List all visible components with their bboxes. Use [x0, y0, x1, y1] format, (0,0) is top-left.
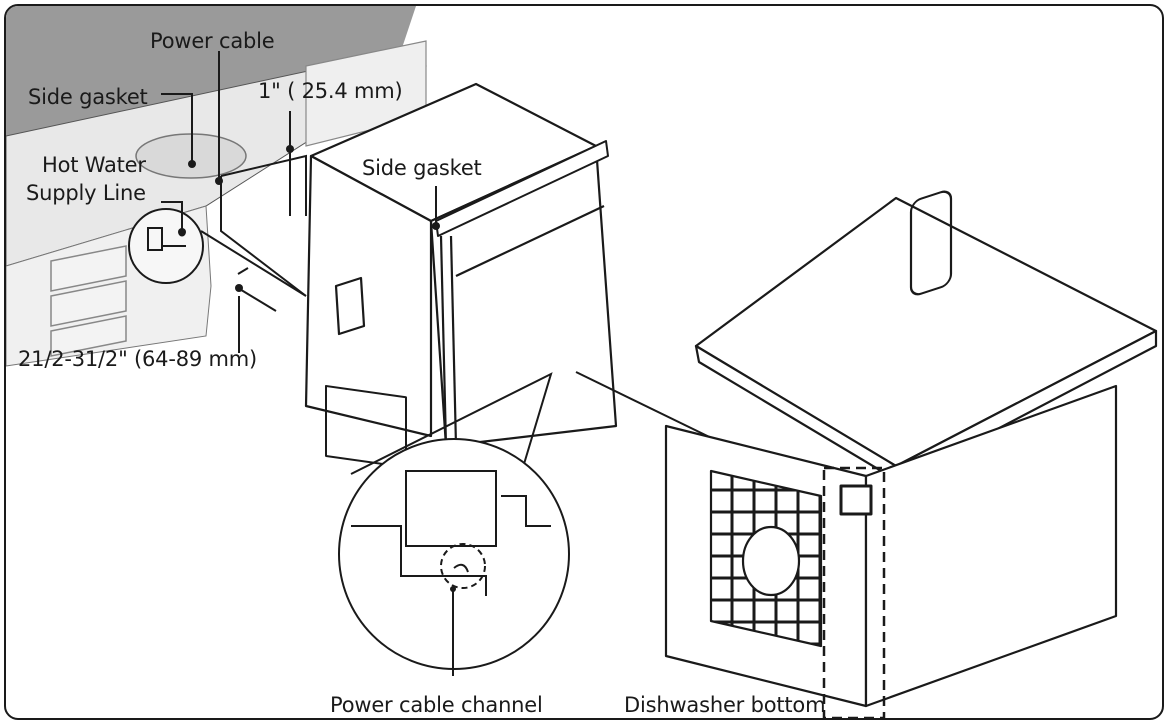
- clearance-marker: [237, 111, 291, 312]
- power-cable-label: Power cable: [150, 29, 275, 53]
- cabinet-opening: [200, 154, 307, 297]
- zoom-callout: [338, 372, 570, 676]
- hot-water-line2-label: Supply Line: [26, 181, 146, 205]
- leader-dots: [178, 145, 456, 592]
- floor-clearance-label: 21/2-31/2" (64-89 mm): [18, 347, 258, 371]
- side-gasket-left-label: Side gasket: [28, 85, 148, 109]
- hot-water-connection: [128, 208, 204, 284]
- leader-lines: [161, 51, 437, 353]
- dishwasher-unit: [304, 82, 618, 469]
- power-cable-channel-label: Power cable channel: [330, 693, 543, 717]
- dishwasher-bottom-view: [664, 190, 1158, 718]
- side-gasket-center-label: Side gasket: [362, 156, 482, 180]
- installation-illustration: [6, 6, 1158, 718]
- dishwasher-bottom-label: Dishwasher bottom: [624, 693, 826, 717]
- diagram-frame: Power cable 1" ( 25.4 mm) Side gasket Ho…: [4, 4, 1164, 720]
- top-clearance-label: 1" ( 25.4 mm): [258, 79, 403, 103]
- hot-water-line1-label: Hot Water: [42, 153, 146, 177]
